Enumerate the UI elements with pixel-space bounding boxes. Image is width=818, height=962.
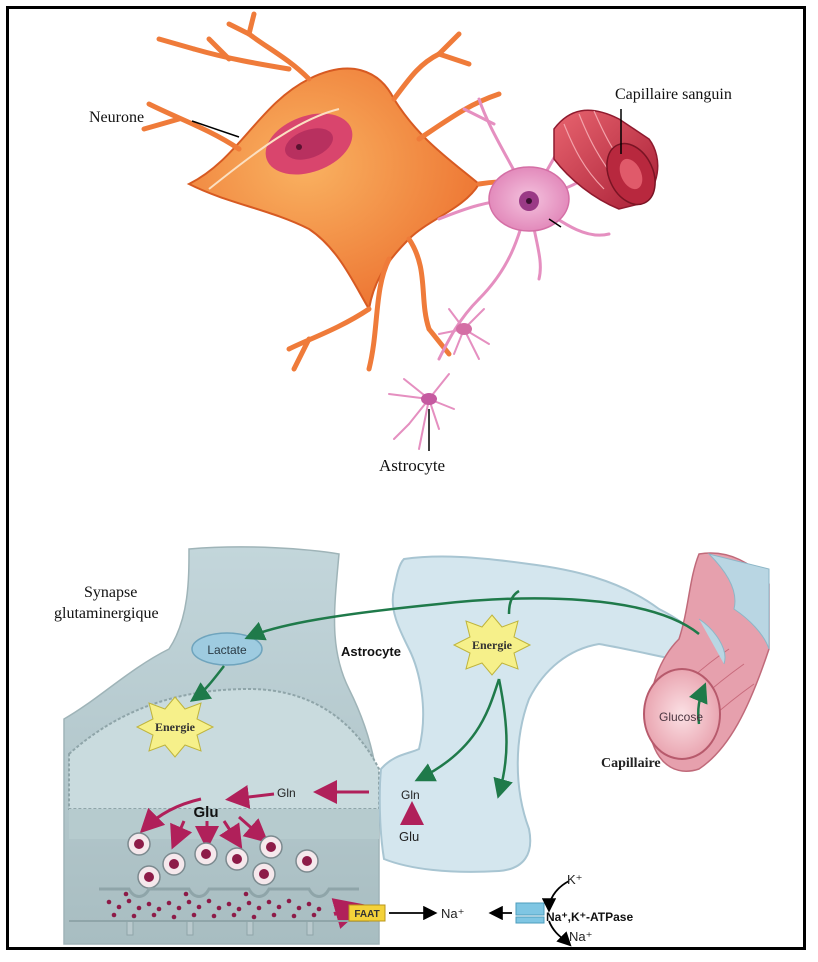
- figure-frame: Neurone Capillaire sanguin Astrocyte Lac…: [6, 6, 806, 950]
- astrocyte-soma-small-1: [456, 323, 472, 335]
- bottom-panel: Lactate Energie Energie: [54, 547, 769, 944]
- neuron-cell: [144, 14, 549, 369]
- na-k-atpase-pump: [516, 903, 544, 915]
- label-glucose: Glucose: [659, 710, 703, 724]
- label-energie-neuron: Energie: [155, 720, 196, 734]
- diagram-canvas: Neurone Capillaire sanguin Astrocyte Lac…: [9, 9, 803, 947]
- label-astrocyte-top: Astrocyte: [379, 456, 445, 475]
- label-neurone: Neurone: [89, 109, 144, 126]
- label-na-outer: Na⁺: [569, 929, 592, 944]
- blood-capillary: [554, 110, 664, 212]
- label-faat: FAAT: [354, 909, 379, 920]
- label-gln-astro: Gln: [401, 788, 420, 802]
- label-lactate: Lactate: [207, 643, 247, 657]
- astrocyte-soma-small-2: [421, 393, 437, 405]
- capillary-bottom: [644, 553, 769, 771]
- synaptic-cleft-band: [69, 809, 379, 839]
- label-energie-astro: Energie: [472, 638, 513, 652]
- label-capillaire: Capillaire: [601, 756, 661, 771]
- top-panel: Neurone Capillaire sanguin Astrocyte: [89, 14, 732, 475]
- astrocyte-cell-small: [389, 309, 489, 449]
- label-na-inner: Na⁺: [441, 906, 464, 921]
- label-astrocyte-bottom: Astrocyte: [341, 644, 401, 659]
- label-glu-astro: Glu: [399, 829, 419, 844]
- label-glu-main: Glu: [194, 804, 219, 821]
- label-pump: Na⁺,K⁺-ATPase: [546, 910, 633, 924]
- label-synapse-1: Synapse: [84, 584, 137, 601]
- label-capillaire-sanguin: Capillaire sanguin: [615, 86, 732, 103]
- label-gln-main: Gln: [277, 786, 296, 800]
- label-synapse-2: glutaminergique: [54, 605, 159, 622]
- label-k: K⁺: [567, 872, 583, 887]
